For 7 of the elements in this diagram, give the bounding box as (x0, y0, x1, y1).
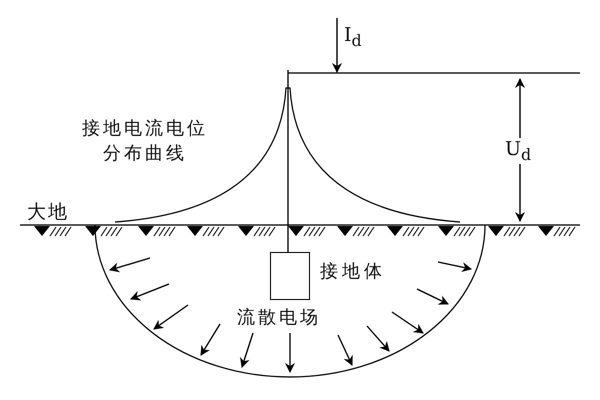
voltage-label: U$_{d}$ (505, 138, 532, 164)
current-label: I$_{d}$ (344, 24, 362, 50)
curve-label: 接地电流电位分布曲线 (81, 117, 209, 166)
grounding-body-label: 接地体 (320, 260, 386, 283)
earth-label: 大地 (27, 201, 69, 224)
grounding-body-box (270, 252, 310, 300)
dispersion-field-label: 流散电场 (237, 307, 321, 329)
